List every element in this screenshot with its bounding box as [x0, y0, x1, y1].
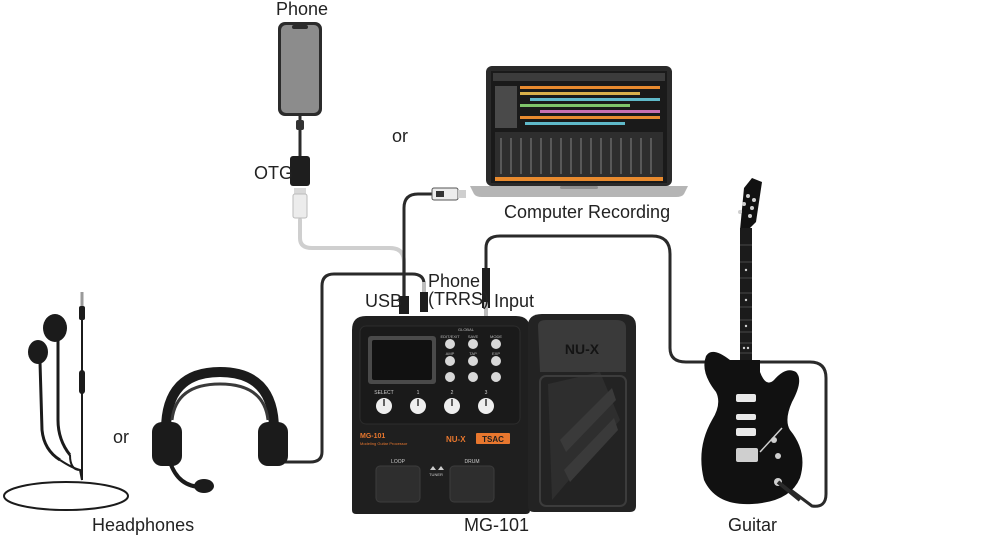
exp-button[interactable]	[491, 356, 501, 366]
knob-3-label: 3	[485, 390, 488, 396]
knob-1[interactable]	[410, 398, 426, 414]
btn-amp-label: AMP	[446, 351, 455, 356]
btn-tap-label: TAP	[469, 351, 477, 356]
drum-footswitch[interactable]	[449, 465, 495, 503]
ts-badge: TSAC	[482, 435, 504, 444]
or-label-left: or	[113, 427, 130, 447]
headset-device	[152, 366, 288, 493]
btn-save-label: SAVE	[468, 334, 479, 339]
mg101-device: NU-X GLOBAL EDIT/EXIT SAVE MODE AMP TAP …	[352, 268, 636, 514]
mg101-label: MG-101	[464, 515, 530, 535]
model-text: MG-101	[360, 433, 385, 440]
input-port	[482, 268, 490, 308]
mode-button[interactable]	[491, 339, 501, 349]
loop-footswitch[interactable]	[375, 465, 421, 503]
headphones-label: Headphones	[92, 515, 195, 535]
trrs-port	[420, 292, 428, 312]
or-label-top: or	[392, 126, 409, 146]
brand-text: NU-X	[446, 435, 466, 444]
earbuds-device	[3, 292, 129, 511]
right-button[interactable]	[491, 372, 501, 382]
usb-port	[399, 296, 409, 314]
loop-label: LOOP	[391, 459, 406, 465]
phone-trrs-label-line1: Phone	[428, 271, 481, 291]
global-label: GLOBAL	[458, 327, 475, 332]
knob-2[interactable]	[444, 398, 460, 414]
guitar-device	[701, 178, 803, 505]
btn-mode-label: MODE	[490, 334, 502, 339]
left-button[interactable]	[445, 372, 455, 382]
otg-adapter	[290, 156, 310, 186]
save-button[interactable]	[468, 339, 478, 349]
select-knob[interactable]	[376, 398, 392, 414]
phone-trrs-label-line2: (TRRS)	[428, 289, 489, 309]
tap-button[interactable]	[468, 356, 478, 366]
drum-label: DRUM	[465, 459, 480, 465]
computer-recording-label: Computer Recording	[504, 202, 671, 222]
knob-2-label: 2	[451, 390, 454, 396]
input-label: Input	[494, 291, 535, 311]
fx-button[interactable]	[468, 372, 478, 382]
computer-usb-cable	[402, 192, 434, 300]
otg-usb-cable	[298, 218, 406, 300]
trrs-cable	[283, 272, 426, 464]
laptop-device	[431, 66, 688, 201]
cables	[283, 192, 828, 508]
edit-exit-button[interactable]	[445, 339, 455, 349]
guitar-label: Guitar	[728, 515, 778, 535]
phone-device	[278, 22, 322, 219]
usb-label: USB	[365, 291, 403, 311]
pedal-brand-text: NU-X	[565, 341, 600, 357]
btn-edit-exit-label: EDIT/EXIT	[440, 334, 460, 339]
btn-exp-label: EXP	[492, 351, 500, 356]
knob-3[interactable]	[478, 398, 494, 414]
select-label: SELECT	[374, 390, 393, 396]
knob-1-label: 1	[417, 390, 420, 396]
guitar-cable	[484, 234, 828, 508]
amp-button[interactable]	[445, 356, 455, 366]
phone-label: Phone	[276, 0, 329, 19]
tuner-label: TUNER	[429, 472, 443, 477]
otg-label: OTG	[254, 163, 293, 183]
subtitle-text: Modeling Guitar Processor	[360, 441, 408, 446]
